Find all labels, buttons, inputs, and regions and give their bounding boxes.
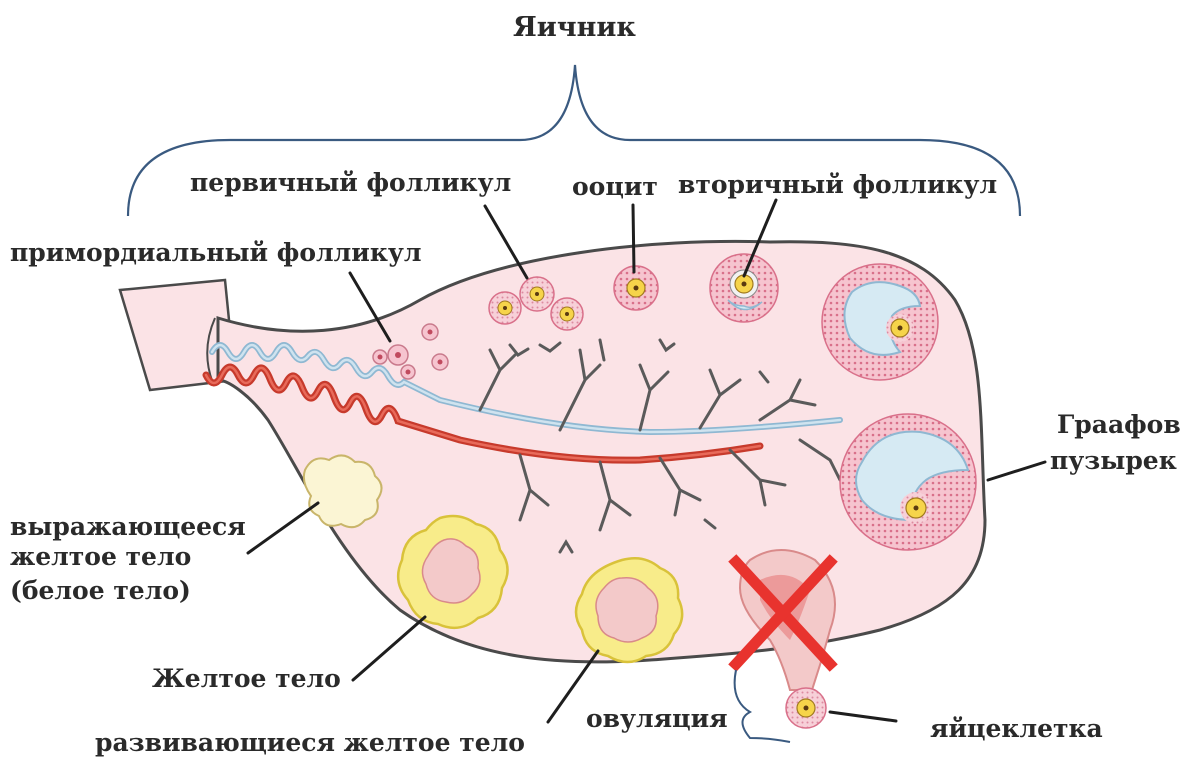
graafian-follicle [840, 414, 976, 550]
corpus-albicans-label-line1: выражающееся [10, 514, 246, 539]
secondary-follicle [710, 254, 778, 322]
ovulation-brace [735, 670, 790, 742]
oocyte-label: ооцит [572, 174, 658, 199]
corpus-luteum-label: Желтое тело [152, 666, 341, 691]
graafian-follicle-label-line1: Граафов [1057, 412, 1181, 437]
primary-follicle-label: первичный фолликул [190, 170, 511, 195]
graafian-follicle-label-line2: пузырек [1050, 448, 1177, 473]
corpus-albicans [304, 455, 382, 527]
ovulation-label: овуляция [586, 706, 728, 731]
corpus-albicans-label-line2: желтое тело [10, 544, 191, 569]
tertiary-follicle [822, 264, 938, 380]
egg-cell-label: яйцеклетка [930, 716, 1103, 741]
corpus-albicans-label-line3: (белое тело) [10, 578, 191, 603]
ovary-title: Яичник [513, 14, 636, 41]
released-egg [786, 688, 826, 728]
primordial-follicle-label: примордиальный фолликул [10, 240, 422, 265]
oocyte-follicle [614, 266, 658, 310]
secondary-follicle-label: вторичный фолликул [678, 172, 997, 197]
developing-corpus-luteum-label: развивающиеся желтое тело [95, 730, 525, 755]
